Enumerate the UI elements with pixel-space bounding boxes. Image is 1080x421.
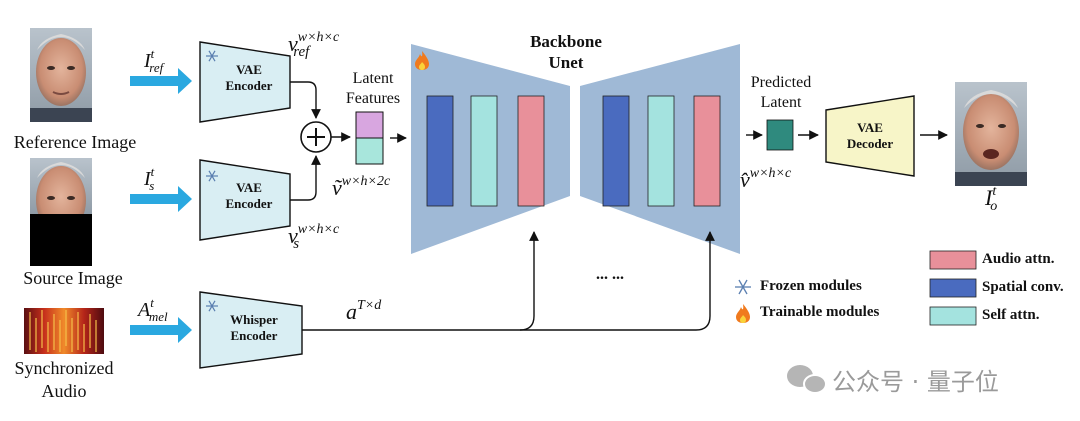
- audio-attn-block: [693, 95, 721, 207]
- latent-features-label-line2: Features: [345, 90, 401, 107]
- source-image: [30, 158, 92, 266]
- legend-spatial-conv-swatch: [929, 278, 977, 298]
- whisper-encoder-shape: [199, 291, 303, 369]
- legend-trainable-label: Trainable modules: [760, 304, 880, 320]
- a-td-label: aT×d: [346, 298, 382, 324]
- synchronized-audio-label-line1: Synchronized: [14, 358, 114, 378]
- v-tilde-label: ṽw×h×2c: [332, 174, 391, 200]
- legend: [735, 250, 977, 326]
- vae-encoder-src-shape: [199, 159, 291, 241]
- v-s-label: vw×h×cs: [288, 222, 340, 253]
- i-o-label: Ito: [985, 184, 998, 215]
- v-ref-label: vw×h×cref: [288, 30, 340, 61]
- reference-image: [30, 28, 92, 122]
- wechat-icon: [787, 365, 827, 394]
- vae-decoder-shape: [825, 95, 915, 177]
- self-attn-block: [470, 95, 498, 207]
- legend-flame-icon: [736, 304, 750, 323]
- flame-icon: [415, 51, 429, 70]
- audio-spectrogram: [24, 308, 104, 354]
- self-attn-block: [647, 95, 675, 207]
- latent-features-label-line1: Latent: [352, 70, 394, 87]
- reference-image-label: Reference Image: [13, 132, 137, 152]
- predicted-latent-label-line2: Latent: [760, 94, 802, 111]
- legend-self-attn-label: Self attn.: [982, 307, 1040, 323]
- legend-snowflake-icon: [735, 279, 751, 295]
- plus-operator: [300, 121, 332, 153]
- source-image-label: Source Image: [23, 268, 123, 288]
- predicted-latent-label-line1: Predicted: [750, 74, 812, 91]
- i-ref-label: Itref: [144, 46, 164, 75]
- legend-audio-attn-swatch: [929, 250, 977, 270]
- legend-frozen-label: Frozen modules: [760, 278, 862, 294]
- v-hat-label: v̂w×h×c: [740, 166, 792, 192]
- synchronized-audio-label-line2: Audio: [41, 381, 87, 401]
- spatial-conv-block: [602, 95, 630, 207]
- i-s-label: Its: [144, 164, 155, 193]
- predicted-latent-block: [766, 119, 794, 151]
- ellipsis: ... ...: [596, 266, 624, 283]
- legend-audio-attn-label: Audio attn.: [982, 251, 1055, 267]
- input-arrows: [130, 68, 192, 343]
- legend-spatial-conv-label: Spatial conv.: [982, 279, 1064, 295]
- latent-features-block: [355, 111, 384, 165]
- backbone-label-line1: Backbone: [530, 32, 602, 51]
- watermark-text: 公众号 · 量子位: [832, 368, 999, 396]
- legend-self-attn-swatch: [929, 306, 977, 326]
- output-image: [955, 82, 1027, 186]
- backbone-label-line2: Unet: [548, 53, 584, 72]
- spatial-conv-block: [426, 95, 454, 207]
- vae-encoder-ref-shape: [199, 41, 291, 123]
- audio-attn-block: [517, 95, 545, 207]
- a-mel-label: Atmel: [138, 295, 168, 324]
